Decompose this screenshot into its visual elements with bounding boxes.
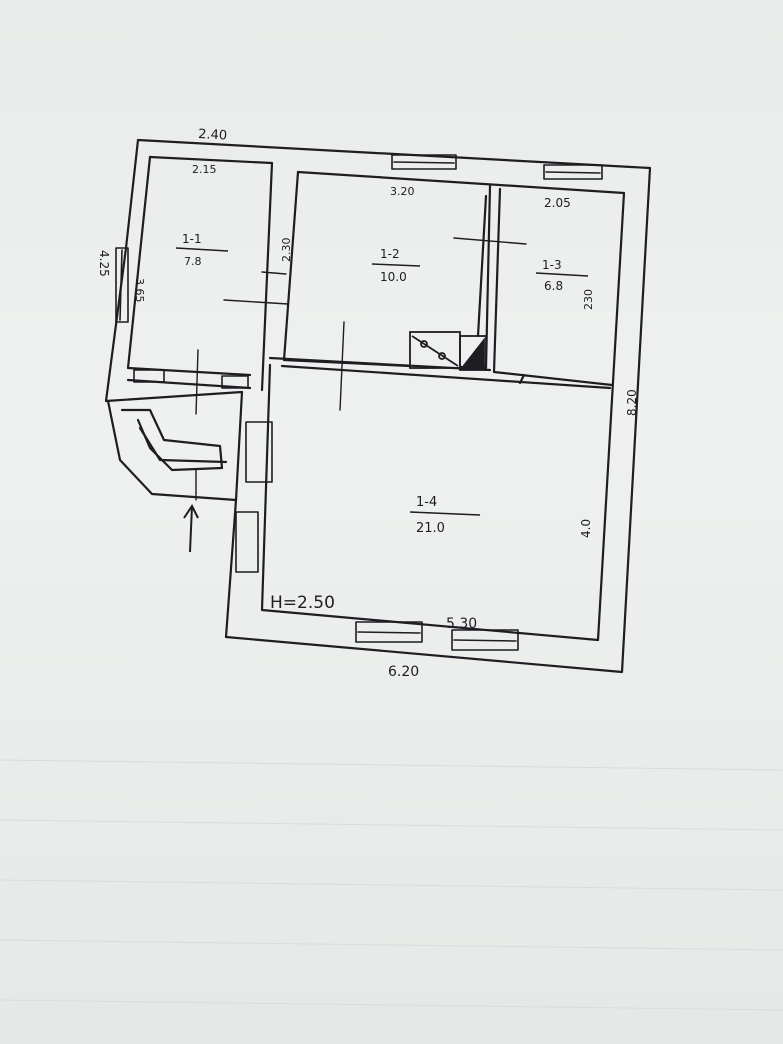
dim-bottom-width: 6.20 — [388, 664, 419, 680]
ceiling-height-label: H=2.50 — [270, 593, 335, 613]
outer-wall-inner — [148, 155, 626, 642]
room-id: 1-2 — [380, 247, 400, 261]
dim-room1-width: 2.15 — [192, 163, 217, 176]
room-label-1-4: 1-4 21.0 — [409, 495, 481, 536]
dim-room3-height: 230 — [582, 289, 595, 310]
room-area: 21.0 — [416, 521, 445, 536]
room-id: 1-4 — [416, 495, 437, 510]
room-label-1-2: 1-2 10.0 — [371, 247, 421, 284]
room-1-1-walls — [126, 155, 252, 377]
paper-grid — [0, 759, 783, 1011]
dim-room4-height: 4.0 — [579, 519, 593, 538]
dim-room4-width: 5.30 — [446, 616, 477, 632]
entrance-arrow-icon — [183, 504, 199, 553]
room-id: 1-1 — [182, 232, 202, 246]
room-area: 6.8 — [544, 279, 563, 293]
room-area: 7.8 — [184, 255, 202, 268]
stove-icon — [409, 331, 487, 371]
room-id: 1-3 — [542, 258, 562, 272]
door-marks — [195, 237, 527, 501]
window-marks — [115, 154, 603, 651]
dim-top-left: 2.40 — [198, 127, 228, 143]
room-label-1-3: 1-3 6.8 — [535, 258, 589, 293]
vestibule-inner — [138, 426, 228, 464]
vestibule-walls — [106, 378, 252, 502]
dim-room3-width: 2.05 — [544, 196, 571, 210]
dim-room2-width: 3.20 — [390, 185, 415, 198]
dim-room1-height: 3.65 — [133, 278, 146, 303]
outer-wall — [104, 138, 652, 674]
dim-left-height: 4.25 — [97, 250, 111, 277]
room-area: 10.0 — [380, 270, 407, 284]
dim-right-height: 8.20 — [625, 389, 639, 416]
dim-room2-height: 2.30 — [280, 238, 293, 263]
room-label-1-1: 1-1 7.8 — [175, 232, 229, 268]
